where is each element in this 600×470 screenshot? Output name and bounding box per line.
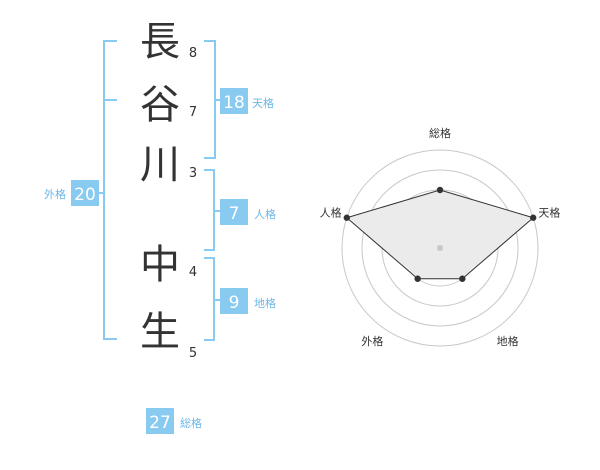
tenkaku-badge: 18 天格 xyxy=(220,88,274,114)
gaikaku-value: 20 xyxy=(74,185,96,205)
radar-point-3 xyxy=(459,275,466,282)
radar-label-2: 天格 xyxy=(538,205,560,219)
chikaku-bracket xyxy=(204,257,220,341)
jinkaku-badge: 7 人格 xyxy=(220,199,276,225)
radar-point-1 xyxy=(436,186,444,194)
gaikaku-bracket xyxy=(103,40,117,340)
name-char-3: 川 xyxy=(140,142,180,188)
radar-center-dot xyxy=(437,245,443,251)
tenkaku-bracket xyxy=(204,40,220,159)
gaikaku-badge: 外格 20 xyxy=(44,180,99,206)
name-char-2: 谷 xyxy=(140,82,180,128)
name-char-4: 中 xyxy=(140,242,180,288)
radar-label-5: 人格 xyxy=(320,205,342,219)
stroke-count-4: 4 xyxy=(189,265,197,280)
stroke-count-3: 3 xyxy=(189,166,197,181)
radar-label-4: 外格 xyxy=(361,334,383,348)
radar-ring-4 xyxy=(341,149,539,347)
radar-label-3: 地格 xyxy=(497,334,519,348)
chikaku-badge: 9 地格 xyxy=(220,288,276,314)
soukaku-value: 27 xyxy=(149,413,171,433)
tenkaku-label: 天格 xyxy=(252,96,274,110)
radar-area xyxy=(345,189,535,280)
name-char-5: 生 xyxy=(140,309,180,355)
radar-point-5 xyxy=(343,214,350,221)
jinkaku-value: 7 xyxy=(229,204,240,224)
stroke-count-5: 5 xyxy=(189,346,197,361)
tenkaku-value: 18 xyxy=(223,93,245,113)
radar-ring-3 xyxy=(361,169,519,327)
stroke-count-2: 7 xyxy=(189,105,197,120)
radar-point-4 xyxy=(414,275,421,282)
name-breakdown: 長 谷 川 中 生 8 7 3 4 5 18 天格 7 人格 xyxy=(44,19,276,434)
gaikaku-label: 外格 xyxy=(44,187,66,201)
radar-points xyxy=(343,186,537,282)
soukaku-label: 総格 xyxy=(180,416,202,430)
jinkaku-label: 人格 xyxy=(254,207,276,221)
radar-label-1: 総格 xyxy=(429,126,451,140)
radar-point-2 xyxy=(530,214,537,221)
stroke-count-1: 8 xyxy=(189,46,197,61)
chikaku-value: 9 xyxy=(229,293,240,313)
soukaku-badge: 27 総格 xyxy=(146,408,202,434)
name-char-1: 長 xyxy=(140,19,180,65)
chikaku-label: 地格 xyxy=(254,296,276,310)
jinkaku-bracket xyxy=(204,169,220,251)
